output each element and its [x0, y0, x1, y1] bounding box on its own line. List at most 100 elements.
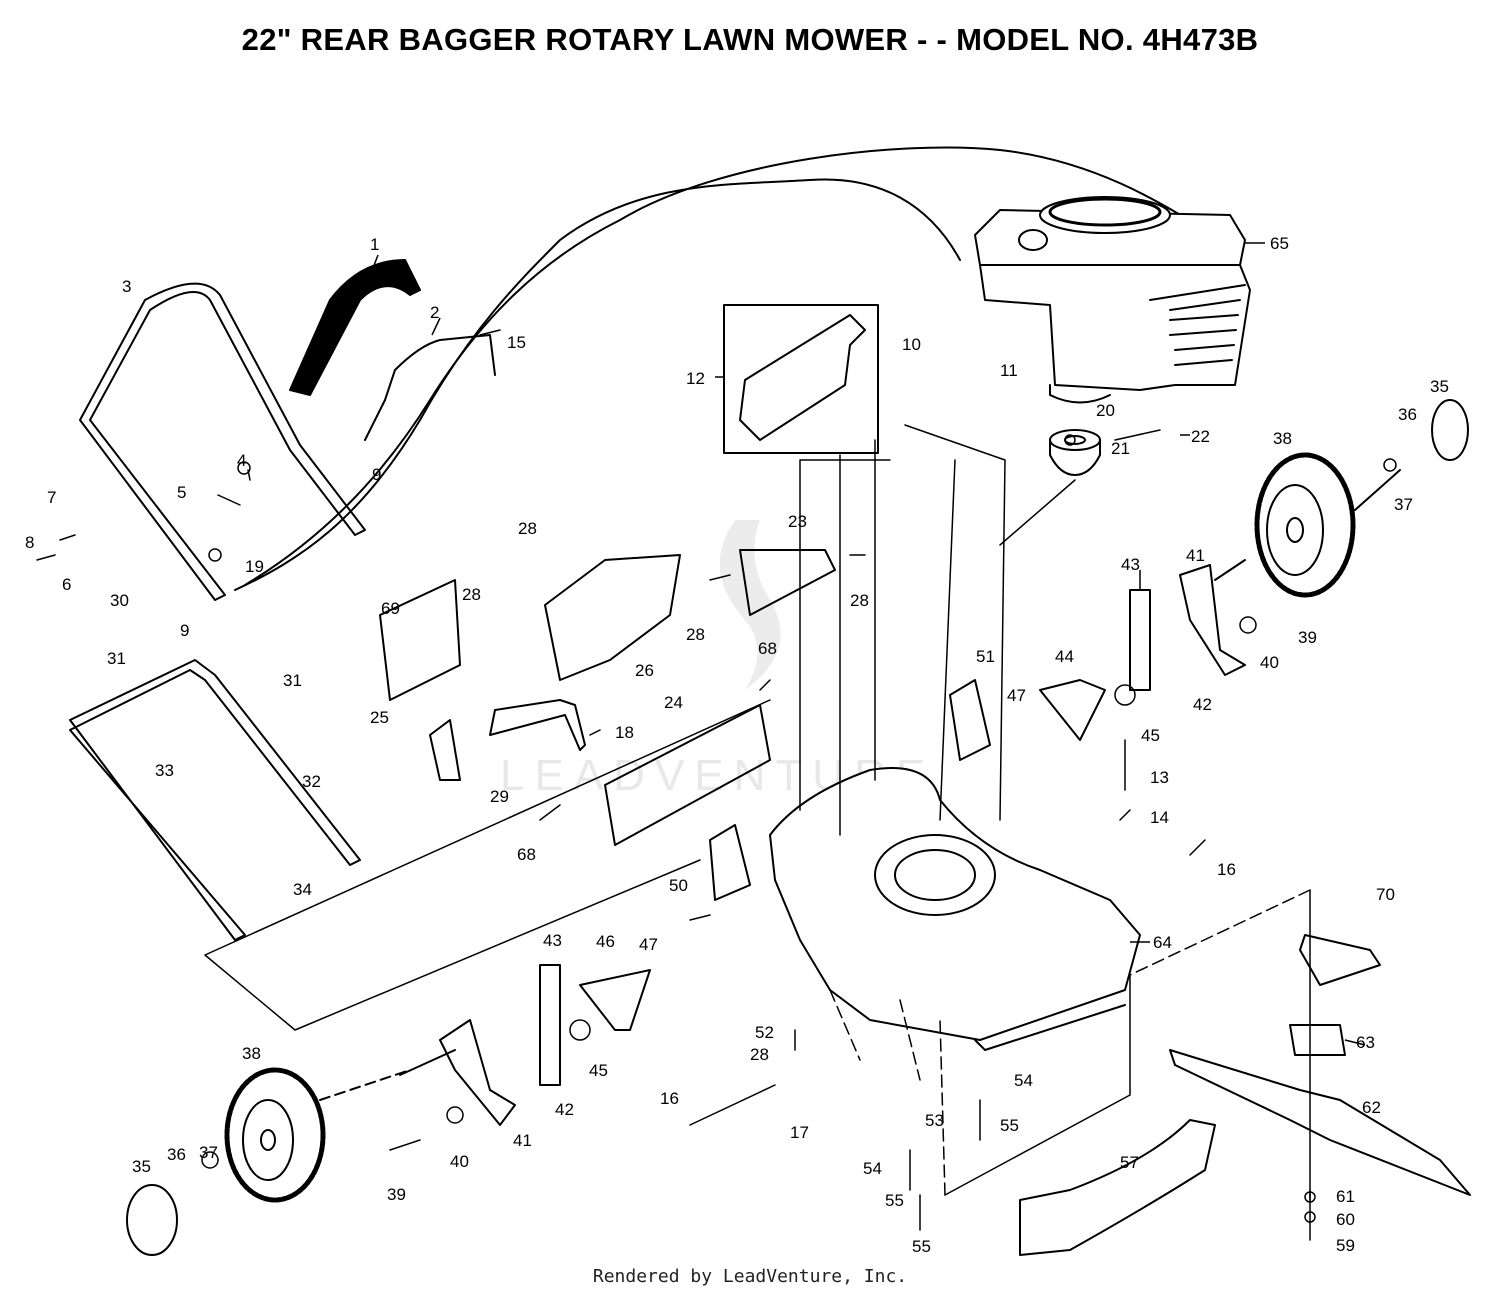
part-label: 54 — [863, 1159, 882, 1178]
part-label: 65 — [1270, 234, 1289, 253]
part-label: 60 — [1336, 1210, 1355, 1229]
leader-lines — [372, 242, 1366, 1046]
part-label: 16 — [660, 1089, 679, 1108]
part-label: 37 — [1394, 495, 1413, 514]
part-label: 3 — [122, 277, 131, 296]
part-label: 7 — [47, 488, 56, 507]
part-label: 55 — [912, 1237, 931, 1256]
part-label: 10 — [902, 335, 921, 354]
part-label: 23 — [788, 512, 807, 531]
sector-46 — [579, 969, 651, 1031]
part-label: 44 — [1055, 647, 1074, 666]
part-label: 8 — [25, 533, 34, 552]
footer-credit: Rendered by LeadVenture, Inc. — [592, 1266, 908, 1287]
sector-44 — [1039, 679, 1106, 741]
bracket-50 — [709, 824, 751, 901]
part-label: 55 — [885, 1191, 904, 1210]
part-label: 38 — [1273, 429, 1292, 448]
part-label: 31 — [107, 649, 126, 668]
hubcap-front — [126, 1184, 178, 1256]
part-label: 43 — [1121, 555, 1140, 574]
part-label: 34 — [293, 880, 312, 899]
lever-43-rear — [1129, 589, 1151, 691]
part-label: 22 — [1191, 427, 1210, 446]
baffle-70 — [1299, 934, 1381, 986]
lower-handle — [69, 659, 361, 941]
part-label: 20 — [1096, 401, 1115, 420]
part-label: 31 — [283, 671, 302, 690]
upper-handle — [79, 282, 366, 601]
construction-lines — [204, 424, 1311, 1201]
part-label: 28 — [518, 519, 537, 538]
part-label: 11 — [1000, 361, 1018, 380]
bracket-25 — [429, 719, 461, 781]
part-label: 16 — [1217, 860, 1236, 879]
part-label: 17 — [790, 1123, 809, 1142]
rear-flap — [604, 704, 771, 846]
part-label: 1 — [370, 235, 379, 254]
part-label: 61 — [1336, 1187, 1355, 1206]
part-label: 12 — [686, 369, 705, 388]
part-label: 14 — [1150, 808, 1169, 827]
axle-front — [399, 1049, 456, 1076]
height-adjuster-front — [439, 1019, 516, 1126]
hubcap-rear — [1431, 399, 1469, 461]
part-label: 43 — [543, 931, 562, 950]
part-label: 9 — [372, 465, 381, 484]
lever-43-front — [539, 964, 561, 1086]
part-label: 15 — [507, 333, 526, 352]
throttle-cable — [234, 178, 961, 591]
part-label: 69 — [381, 599, 400, 618]
handle-grip — [289, 259, 421, 396]
discharge-chute — [489, 699, 586, 751]
part-label: 5 — [177, 483, 186, 502]
part-label: 42 — [555, 1100, 574, 1119]
part-label: 46 — [596, 932, 615, 951]
label-plate — [379, 579, 461, 701]
part-label: 6 — [62, 575, 71, 594]
part-label: 9 — [180, 621, 189, 640]
watermark: LEADVENTURE — [500, 520, 925, 800]
pulley-adapter — [1049, 429, 1101, 476]
part-label: 36 — [167, 1145, 186, 1164]
part-label: 2 — [430, 303, 439, 322]
rear-wheel — [1254, 452, 1356, 598]
part-label: 39 — [1298, 628, 1317, 647]
part-label: 35 — [1430, 377, 1449, 396]
part-label: 35 — [132, 1157, 151, 1176]
part-label: 47 — [1007, 686, 1026, 705]
grass-deflector-box — [723, 304, 879, 454]
blade-adapter — [1289, 1024, 1346, 1056]
control-cable — [244, 146, 1221, 586]
engine — [974, 196, 1251, 404]
part-label: 41 — [513, 1131, 532, 1150]
part-label: 53 — [925, 1111, 944, 1130]
part-label: 30 — [110, 591, 129, 610]
part-label: 57 — [1120, 1153, 1139, 1172]
part-label: 24 — [664, 693, 683, 712]
part-label: 33 — [155, 761, 174, 780]
part-label: 51 — [976, 647, 995, 666]
part-label: 54 — [1014, 1071, 1033, 1090]
part-label: 59 — [1336, 1236, 1355, 1255]
part-label: 64 — [1153, 933, 1172, 952]
part-label: 50 — [669, 876, 688, 895]
part-label: 36 — [1398, 405, 1417, 424]
part-label: 39 — [387, 1185, 406, 1204]
part-label: 4 — [237, 451, 246, 470]
diagram-title: 22" REAR BAGGER ROTARY LAWN MOWER - - MO… — [241, 22, 1259, 57]
part-label: 42 — [1193, 695, 1212, 714]
rear-door-frame — [544, 554, 681, 681]
part-label: 40 — [450, 1152, 469, 1171]
part-label: 28 — [750, 1045, 769, 1064]
part-label: 47 — [639, 935, 658, 954]
part-label: 32 — [302, 772, 321, 791]
part-label: 28 — [686, 625, 705, 644]
part-label: 29 — [490, 787, 509, 806]
part-label: 70 — [1376, 885, 1395, 904]
part-label: 52 — [755, 1023, 774, 1042]
part-label: 13 — [1150, 768, 1169, 787]
part-label: 37 — [199, 1143, 218, 1162]
part-label: 45 — [589, 1061, 608, 1080]
part-label: 19 — [245, 557, 264, 576]
